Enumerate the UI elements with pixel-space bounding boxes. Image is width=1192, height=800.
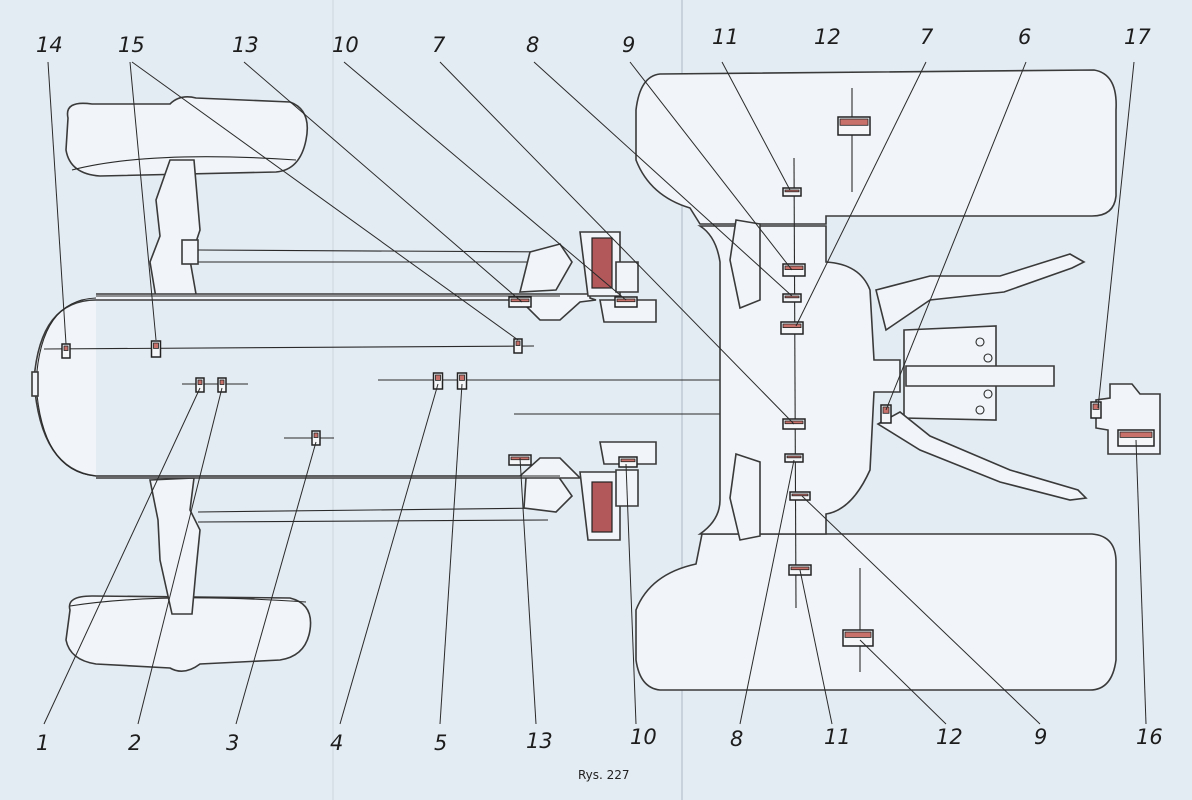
- callout-bottom-11: 11: [824, 725, 851, 749]
- bearing-fill-7: [435, 374, 441, 381]
- callout-bottom-3: 3: [226, 731, 239, 755]
- bearing-fill-16: [782, 323, 802, 328]
- bearings-group: [61, 116, 1155, 647]
- callout-top-12: 12: [814, 25, 841, 49]
- top-knuckle: [149, 159, 573, 299]
- callout-top-6: 6: [1018, 25, 1031, 49]
- callout-bottom-9: 9: [1034, 725, 1047, 749]
- figure-caption: Rys. 227: [578, 768, 630, 782]
- bearing-5: [217, 377, 227, 393]
- bearing-fill-24: [1092, 403, 1100, 410]
- bearing-fill-8: [459, 374, 465, 381]
- callout-top-11: 11: [712, 25, 739, 49]
- bottom-lift-arm: [876, 411, 1088, 501]
- callout-top-14: 14: [36, 33, 63, 57]
- callout-top-15: 15: [118, 33, 145, 57]
- bearing-4: [195, 377, 205, 393]
- rear-axle-line: [793, 157, 797, 609]
- callout-top-13: 13: [232, 33, 259, 57]
- bearing-3: [513, 338, 523, 354]
- rear-bottom-wheel: [635, 533, 1117, 691]
- engine-housing: [31, 293, 597, 479]
- bearing-fill-3: [515, 340, 521, 346]
- shaft-line-1: [43, 345, 535, 350]
- bearing-fill-13: [784, 189, 800, 193]
- callout-bottom-5: 5: [434, 731, 447, 755]
- bearing-fill-21: [839, 118, 869, 126]
- callout-bottom-16: 16: [1136, 725, 1163, 749]
- callout-top-10: 10: [332, 33, 359, 57]
- callout-top-7a: 7: [432, 33, 446, 57]
- callout-top-8: 8: [526, 33, 539, 57]
- callout-bottom-8: 8: [730, 727, 743, 751]
- top-lift-arm: [875, 253, 1086, 332]
- callout-top-7b: 7: [920, 25, 934, 49]
- bearing-fill-15: [784, 295, 800, 299]
- rear-top-wheel: [635, 69, 1117, 225]
- bearing-fill-14: [784, 265, 804, 270]
- bearing-fill-20: [790, 566, 810, 571]
- bearing-6: [311, 430, 321, 446]
- bearing-7: [432, 372, 444, 390]
- bearing-fill-25: [1119, 431, 1153, 438]
- bearing-fill-5: [219, 379, 225, 385]
- rear-axle-housing: [697, 219, 901, 541]
- bearing-fill-22: [844, 631, 872, 638]
- bearing-fill-1: [63, 345, 69, 351]
- bearing-fill-6: [313, 432, 319, 438]
- drawbar-plate: [903, 325, 1055, 421]
- bearing-fill-19: [791, 493, 809, 497]
- callout-bottom-1: 1: [36, 731, 49, 755]
- bearing-fill-23: [882, 406, 890, 414]
- bearing-2: [150, 340, 162, 358]
- bottom-knuckle: [149, 475, 574, 615]
- bearing-fill-11: [616, 298, 636, 303]
- front-top-wheel: [65, 96, 309, 177]
- callout-bottom-10: 10: [630, 725, 657, 749]
- bearing-fill-4: [197, 379, 203, 385]
- bearing-24: [1090, 401, 1102, 419]
- leader-lines: [43, 61, 1147, 725]
- callout-top-9: 9: [622, 33, 635, 57]
- bearing-fill-12: [620, 458, 636, 463]
- callout-bottom-12: 12: [936, 725, 963, 749]
- bearing-fill-18: [786, 455, 802, 459]
- clutch-housing: [579, 231, 657, 541]
- callout-bottom-4: 4: [330, 731, 343, 755]
- callout-top-17: 17: [1124, 25, 1151, 49]
- callout-bottom-2: 2: [128, 731, 141, 755]
- callout-bottom-13: 13: [526, 729, 553, 753]
- bearing-fill-2: [153, 342, 159, 349]
- bearing-23: [880, 404, 892, 424]
